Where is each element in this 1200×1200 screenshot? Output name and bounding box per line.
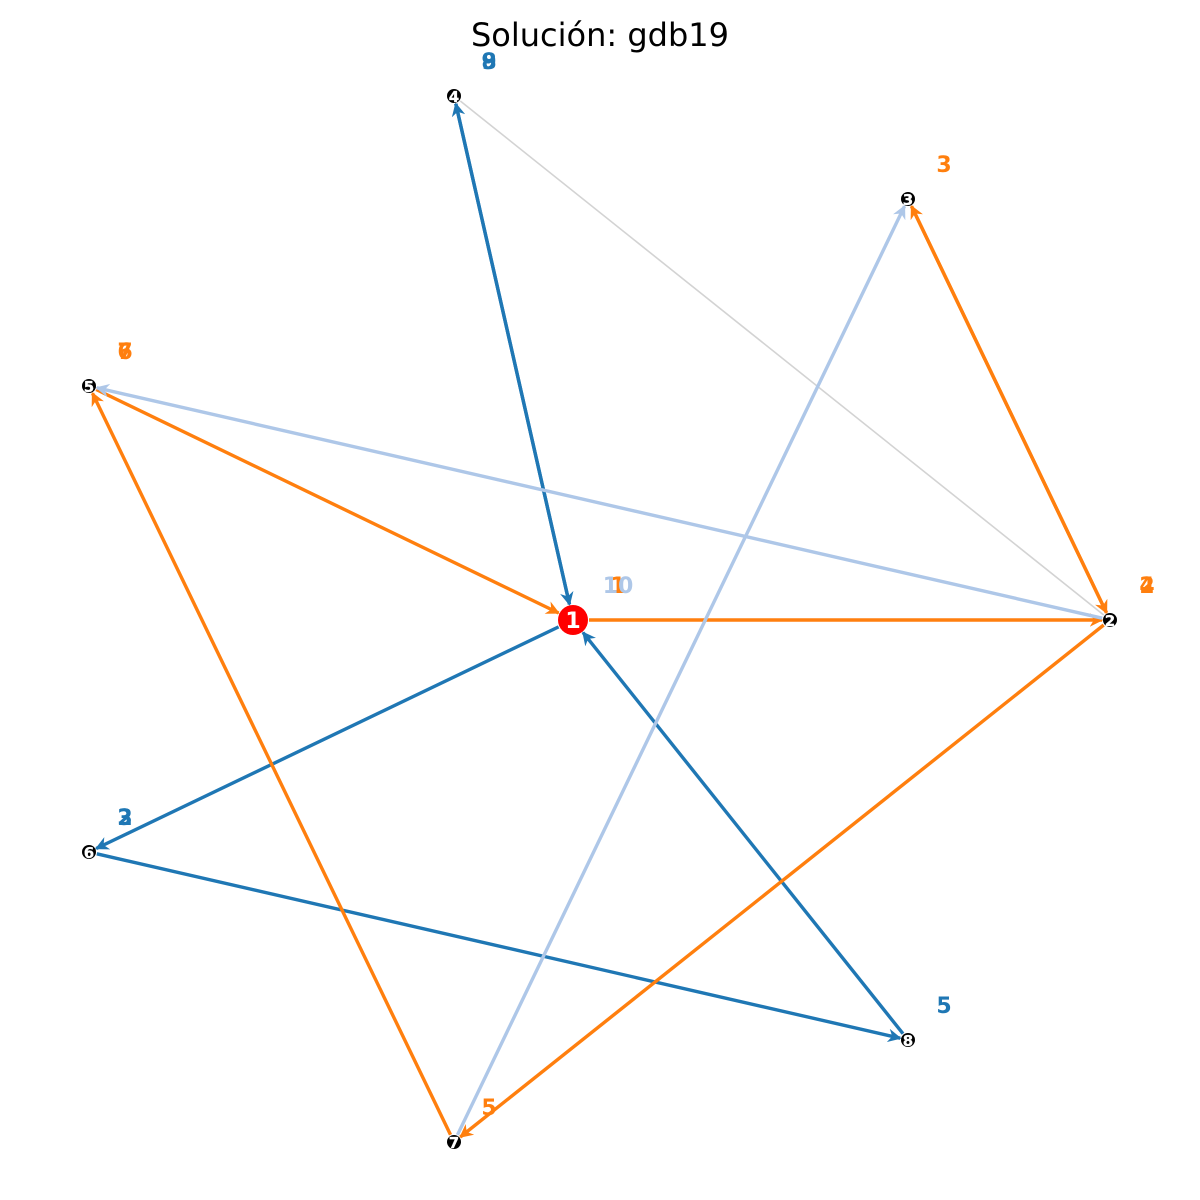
svg-text:6: 6	[84, 844, 94, 862]
order-label-node-5: 6	[117, 340, 132, 365]
edge-2-5	[95, 383, 1103, 620]
node-3: 3	[901, 191, 915, 209]
order-label-node-7: 5	[481, 1096, 496, 1121]
edges-layer	[90, 100, 1109, 1139]
order-label-node-3: 3	[936, 153, 951, 178]
edge-7-5	[90, 391, 453, 1136]
edge-7-3	[455, 204, 907, 1136]
order-label-node-6: 3	[117, 806, 132, 831]
edge-6-8	[96, 852, 902, 1043]
svg-text:5: 5	[84, 378, 94, 396]
depot-node-1: 1	[558, 605, 588, 635]
order-label-node-4: 9	[481, 50, 496, 75]
node-6: 6	[82, 844, 96, 862]
order-label-node-2: 2	[1139, 574, 1154, 599]
order-label-node-4: 8	[481, 50, 496, 75]
node-4: 4	[447, 88, 461, 106]
node-8: 8	[901, 1032, 915, 1050]
svg-text:4: 4	[449, 88, 459, 106]
svg-text:1: 1	[565, 609, 580, 634]
svg-text:3: 3	[903, 191, 913, 209]
edge-2-4	[459, 100, 1105, 616]
order-label-node-2: 4	[1139, 574, 1154, 599]
order-label-node-5: 7	[117, 340, 132, 365]
edge-5-1	[95, 387, 560, 615]
svg-text:2: 2	[1105, 612, 1115, 630]
svg-text:8: 8	[903, 1032, 913, 1050]
order-label-node-6: 2	[117, 806, 132, 831]
graph-title: Solución: gdb19	[470, 16, 729, 54]
node-2: 2	[1103, 612, 1117, 630]
order-label-node-8: 5	[936, 994, 951, 1019]
edge-4-1	[454, 103, 574, 606]
edge-8-1	[581, 631, 905, 1035]
edge-1-6	[94, 625, 560, 851]
node-5: 5	[82, 378, 96, 396]
node-7: 7	[447, 1134, 461, 1152]
edge-2-7	[459, 623, 1105, 1139]
svg-text:7: 7	[449, 1134, 459, 1152]
order-label-node-1: 10	[603, 574, 634, 599]
edge-3-2	[909, 205, 1109, 615]
order-label-node-1: 1	[610, 574, 625, 599]
